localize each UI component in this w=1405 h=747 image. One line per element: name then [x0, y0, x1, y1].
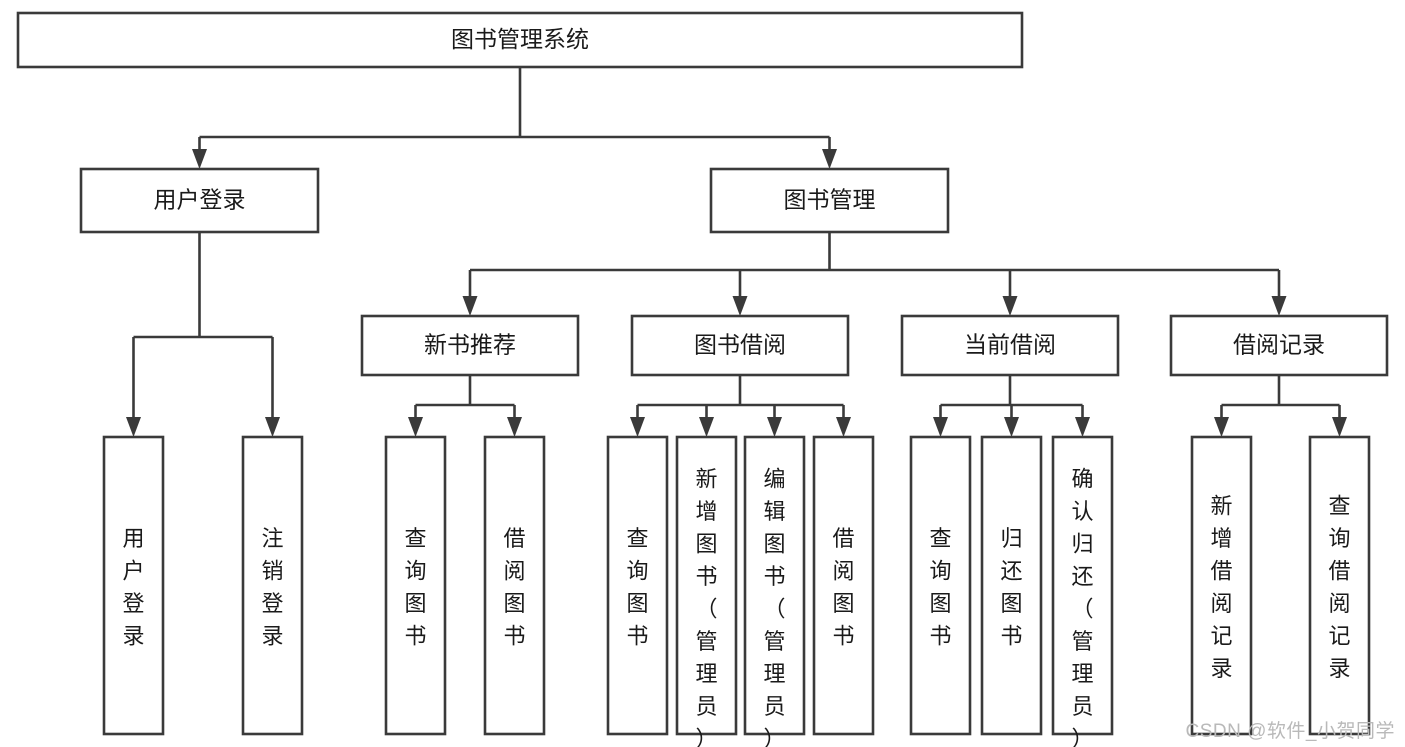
node-label-l2_1: 图书借阅: [694, 332, 786, 358]
node-label-root: 图书管理系统: [451, 26, 589, 52]
node-box-leaf_6: [743, 435, 806, 736]
node-box-leaf_0: [102, 435, 165, 736]
node-root[interactable]: 图书管理系统: [16, 11, 1024, 69]
node-label-leaf_5: 新增图书（管理员）: [695, 466, 717, 747]
node-label-l1_0: 用户登录: [154, 187, 246, 213]
node-layer: 图书管理系统用户登录图书管理新书推荐图书借阅当前借阅借阅记录用户登录注销登录查询…: [16, 11, 1389, 747]
node-label-leaf_12: 查询借阅记录: [1328, 493, 1350, 681]
node-box-root: [16, 11, 1024, 69]
node-box-l2_1: [630, 314, 850, 377]
node-label-leaf_10: 确认归还（管理员）: [1071, 466, 1093, 747]
node-l1_1[interactable]: 图书管理: [709, 167, 950, 234]
node-box-leaf_5: [675, 435, 738, 736]
node-box-l1_1: [709, 167, 950, 234]
node-label-leaf_8: 查询图书: [929, 526, 951, 649]
node-leaf_8[interactable]: 查询图书: [909, 435, 972, 736]
node-leaf_11[interactable]: 新增借阅记录: [1190, 435, 1253, 736]
node-leaf_12[interactable]: 查询借阅记录: [1308, 435, 1371, 736]
node-leaf_1[interactable]: 注销登录: [241, 435, 304, 736]
node-leaf_9[interactable]: 归还图书: [980, 435, 1043, 736]
node-label-l2_3: 借阅记录: [1233, 332, 1325, 358]
node-box-leaf_11: [1190, 435, 1253, 736]
node-box-leaf_8: [909, 435, 972, 736]
node-l2_0[interactable]: 新书推荐: [360, 314, 580, 377]
node-label-l1_1: 图书管理: [784, 187, 876, 213]
node-leaf_0[interactable]: 用户登录: [102, 435, 165, 736]
node-label-leaf_1: 注销登录: [261, 526, 283, 649]
node-leaf_7[interactable]: 借阅图书: [812, 435, 875, 736]
node-label-leaf_3: 借阅图书: [503, 526, 525, 649]
node-label-leaf_2: 查询图书: [404, 526, 426, 649]
node-label-leaf_9: 归还图书: [1000, 526, 1022, 649]
node-box-leaf_12: [1308, 435, 1371, 736]
node-label-l2_2: 当前借阅: [964, 332, 1056, 358]
node-label-leaf_6: 编辑图书（管理员）: [763, 466, 785, 747]
node-l2_3[interactable]: 借阅记录: [1169, 314, 1389, 377]
node-box-leaf_3: [483, 435, 546, 736]
node-box-l2_2: [900, 314, 1120, 377]
csdn-watermark: CSDN @软件_小贺同学: [1185, 721, 1395, 742]
node-leaf_4[interactable]: 查询图书: [606, 435, 669, 736]
node-box-l1_0: [79, 167, 320, 234]
connector-layer: [126, 67, 1347, 437]
node-box-leaf_10: [1051, 435, 1114, 736]
node-leaf_5[interactable]: 新增图书（管理员）: [675, 435, 738, 747]
node-box-l2_0: [360, 314, 580, 377]
node-l2_1[interactable]: 图书借阅: [630, 314, 850, 377]
node-leaf_3[interactable]: 借阅图书: [483, 435, 546, 736]
node-label-leaf_4: 查询图书: [626, 526, 648, 649]
node-box-leaf_9: [980, 435, 1043, 736]
node-l1_0[interactable]: 用户登录: [79, 167, 320, 234]
node-leaf_10[interactable]: 确认归还（管理员）: [1051, 435, 1114, 747]
node-l2_2[interactable]: 当前借阅: [900, 314, 1120, 377]
node-label-l2_0: 新书推荐: [424, 332, 516, 358]
node-label-leaf_11: 新增借阅记录: [1210, 493, 1232, 681]
node-leaf_2[interactable]: 查询图书: [384, 435, 447, 736]
node-leaf_6[interactable]: 编辑图书（管理员）: [743, 435, 806, 747]
node-box-leaf_2: [384, 435, 447, 736]
node-label-leaf_0: 用户登录: [122, 526, 144, 649]
node-box-leaf_7: [812, 435, 875, 736]
node-box-l2_3: [1169, 314, 1389, 377]
node-box-leaf_4: [606, 435, 669, 736]
node-box-leaf_1: [241, 435, 304, 736]
node-label-leaf_7: 借阅图书: [832, 526, 854, 649]
